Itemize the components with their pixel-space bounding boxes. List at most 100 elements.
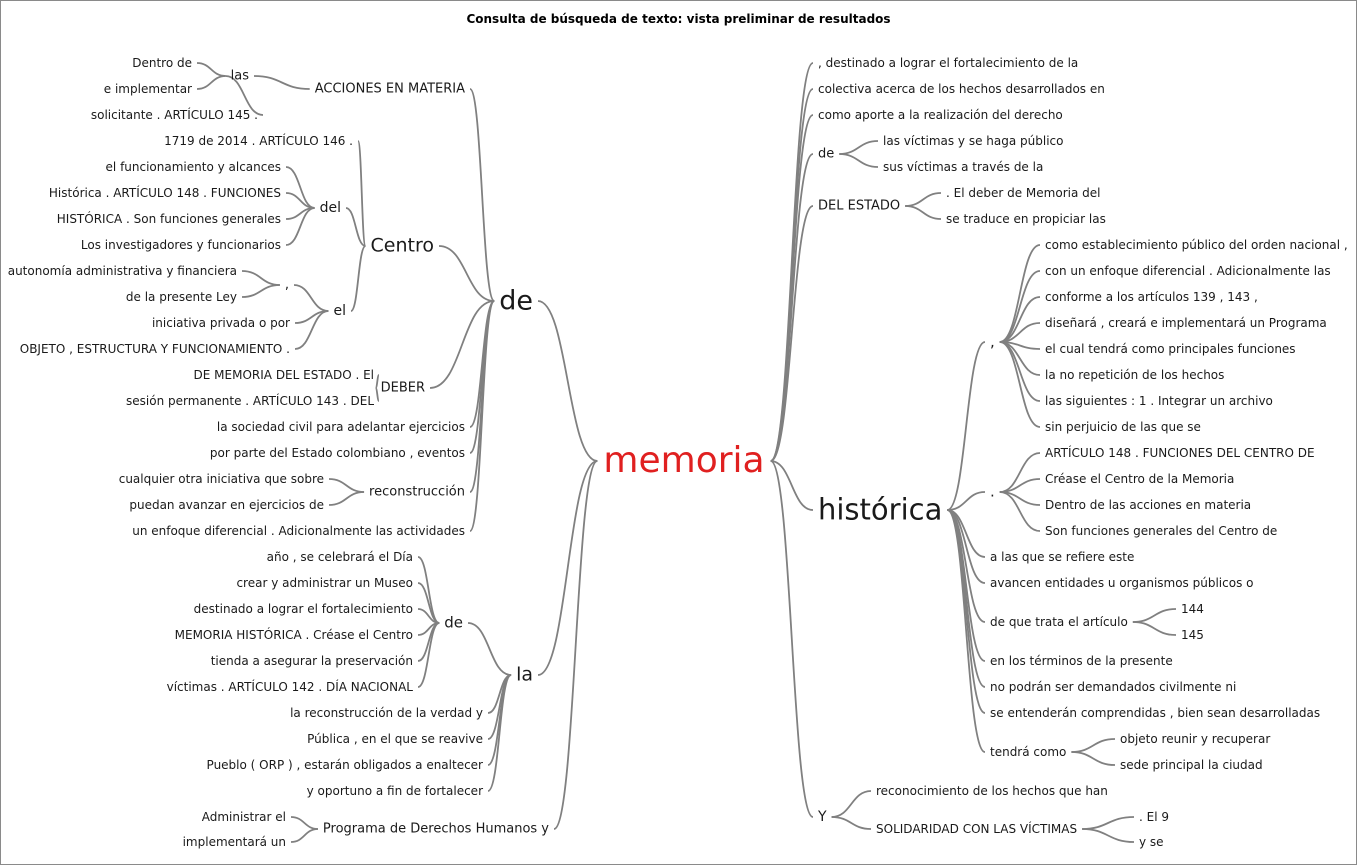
tree-node-victimas-articulo-142-dia-nacional[interactable]: víctimas . ARTÍCULO 142 . DÍA NACIONAL bbox=[166, 680, 413, 694]
tree-node-con-un-enfoque-diferencial-adicionalment[interactable]: con un enfoque diferencial . Adicionalme… bbox=[1045, 264, 1331, 278]
tree-node-en-los-terminos-de-la-presente[interactable]: en los términos de la presente bbox=[990, 654, 1173, 668]
tree-node-las-victimas-y-se-haga-publico[interactable]: las víctimas y se haga público bbox=[883, 134, 1064, 148]
tree-node-sede-principal-la-ciudad[interactable]: sede principal la ciudad bbox=[1120, 758, 1263, 772]
tree-edge bbox=[225, 75, 264, 116]
tree-edge bbox=[999, 244, 1041, 343]
tree-node-no-podran-ser-demandados-civilmente-ni[interactable]: no podrán ser demandados civilmente ni bbox=[990, 680, 1237, 694]
tree-node-conforme-a-los-articulos-139-143[interactable]: conforme a los artículos 139 , 143 , bbox=[1045, 290, 1258, 304]
tree-node-de[interactable]: de bbox=[444, 613, 463, 632]
tree-edge bbox=[241, 270, 280, 286]
tree-node-del-estado[interactable]: DEL ESTADO bbox=[818, 198, 901, 214]
tree-node-e-implementar[interactable]: e implementar bbox=[103, 82, 192, 96]
tree-node-un-enfoque-diferencial-adicionalmente-la[interactable]: un enfoque diferencial . Adicionalmente … bbox=[132, 524, 465, 538]
tree-node-el-deber-de-memoria-del[interactable]: . El deber de Memoria del bbox=[946, 186, 1101, 200]
tree-node-cualquier-otra-iniciativa-que-sobre[interactable]: cualquier otra iniciativa que sobre bbox=[118, 472, 324, 486]
root-word[interactable]: memoria bbox=[603, 440, 765, 481]
tree-node-y[interactable]: Y bbox=[818, 809, 827, 825]
tree-edge bbox=[831, 816, 872, 830]
tree-node-la[interactable]: la bbox=[516, 663, 533, 686]
tree-node-pueblo-orp-estaran-obligados-a-enaltecer[interactable]: Pueblo ( ORP ) , estarán obligados a ena… bbox=[206, 758, 483, 772]
tree-node-sin-perjuicio-de-las-que-se[interactable]: sin perjuicio de las que se bbox=[1045, 420, 1201, 434]
tree-node-avancen-entidades-u-organismos-publicos-[interactable]: avancen entidades u organismos públicos … bbox=[990, 576, 1254, 590]
tree-node-historica-articulo-148-funciones[interactable]: Histórica . ARTÍCULO 148 . FUNCIONES bbox=[48, 186, 281, 200]
tree-node-punct-18[interactable]: . bbox=[990, 482, 995, 501]
tree-node-ano-se-celebrara-el-dia[interactable]: año , se celebrará el Día bbox=[266, 550, 413, 564]
tree-node-centro[interactable]: Centro bbox=[370, 234, 434, 257]
tree-node-disenara-creara-e-implementara-un-progra[interactable]: diseñará , creará e implementará un Prog… bbox=[1045, 316, 1327, 330]
tree-node-autonomia-administrativa-y-financiera[interactable]: autonomía administrativa y financiera bbox=[7, 264, 237, 278]
tree-node-puedan-avanzar-en-ejercicios-de[interactable]: puedan avanzar en ejercicios de bbox=[129, 498, 324, 512]
tree-edge bbox=[467, 622, 512, 676]
tree-node-reconocimiento-de-los-hechos-que-han[interactable]: reconocimiento de los hechos que han bbox=[876, 784, 1108, 798]
tree-node-destinado-a-lograr-el-fortalecimiento-de[interactable]: , destinado a lograr el fortalecimiento … bbox=[818, 56, 1079, 70]
tree-node-iniciativa-privada-o-por[interactable]: iniciativa privada o por bbox=[151, 316, 290, 330]
tree-node-crear-y-administrar-un-museo[interactable]: crear y administrar un Museo bbox=[236, 576, 413, 590]
tree-edge bbox=[947, 491, 986, 511]
tree-node-la-reconstruccion-de-la-verdad-y[interactable]: la reconstrucción de la verdad y bbox=[290, 706, 483, 720]
tree-node-solicitante-articulo-145[interactable]: solicitante . ARTÍCULO 145 . bbox=[90, 108, 258, 122]
tree-node-programa-de-derechos-humanos-y[interactable]: Programa de Derechos Humanos y bbox=[322, 821, 549, 837]
tree-edge bbox=[374, 387, 380, 402]
tree-node-dentro-de-las-acciones-en-materia[interactable]: Dentro de las acciones en materia bbox=[1045, 498, 1252, 512]
tree-node-acciones-en-materia[interactable]: ACCIONES EN MATERIA bbox=[314, 81, 465, 97]
tree-edge bbox=[999, 491, 1041, 532]
tree-node-y-se[interactable]: y se bbox=[1139, 835, 1164, 849]
tree-node-crease-el-centro-de-la-memoria[interactable]: Créase el Centro de la Memoria bbox=[1045, 472, 1235, 486]
tree-node-la-no-repeticion-de-los-hechos[interactable]: la no repetición de los hechos bbox=[1045, 368, 1225, 382]
tree-node-a-las-que-se-refiere-este[interactable]: a las que se refiere este bbox=[990, 550, 1135, 564]
tree-edge bbox=[905, 205, 942, 220]
tree-node-se-entenderan-comprendidas-bien-sean-des[interactable]: se entenderán comprendidas , bien sean d… bbox=[990, 706, 1321, 720]
tree-node-como-establecimiento-publico-del-orden-n[interactable]: como establecimiento público del orden n… bbox=[1045, 238, 1348, 252]
tree-edge bbox=[294, 310, 329, 350]
tree-node-objeto-estructura-y-funcionamiento[interactable]: OBJETO , ESTRUCTURA Y FUNCIONAMIENTO . bbox=[19, 342, 290, 356]
tree-node-las[interactable]: las bbox=[230, 68, 249, 84]
tree-node-son-funciones-generales-del-centro-de[interactable]: Son funciones generales del Centro de bbox=[1045, 524, 1278, 538]
tree-node-y-oportuno-a-fin-de-fortalecer[interactable]: y oportuno a fin de fortalecer bbox=[306, 784, 483, 798]
tree-node-los-investigadores-y-funcionarios[interactable]: Los investigadores y funcionarios bbox=[80, 238, 281, 252]
tree-edge bbox=[374, 374, 380, 389]
tree-node-1719-de-2014-articulo-146[interactable]: 1719 de 2014 . ARTÍCULO 146 . bbox=[164, 134, 353, 148]
tree-node-se-traduce-en-propiciar-las[interactable]: se traduce en propiciar las bbox=[946, 212, 1106, 226]
tree-node-dentro-de[interactable]: Dentro de bbox=[132, 56, 192, 70]
tree-node-el-funcionamiento-y-alcances[interactable]: el funcionamiento y alcances bbox=[105, 160, 281, 174]
tree-node-144[interactable]: 144 bbox=[1181, 602, 1204, 616]
tree-node-reconstruccion[interactable]: reconstrucción bbox=[369, 484, 465, 500]
tree-node-tendra-como[interactable]: tendrá como bbox=[990, 745, 1067, 759]
tree-node-de-la-presente-ley[interactable]: de la presente Ley bbox=[125, 290, 237, 304]
tree-node-implementara-un[interactable]: implementará un bbox=[182, 835, 286, 849]
tree-node-por-parte-del-estado-colombiano-eventos[interactable]: por parte del Estado colombiano , evento… bbox=[209, 446, 465, 460]
tree-edge bbox=[487, 674, 512, 766]
tree-node-destinado-a-lograr-el-fortalecimiento[interactable]: destinado a lograr el fortalecimiento bbox=[193, 602, 413, 616]
tree-node-el[interactable]: el bbox=[333, 303, 346, 319]
tree-node-sus-victimas-a-traves-de-la[interactable]: sus víctimas a través de la bbox=[883, 160, 1044, 174]
tree-node-objeto-reunir-y-recuperar[interactable]: objeto reunir y recuperar bbox=[1120, 732, 1271, 746]
tree-node-el-cual-tendra-como-principales-funcione[interactable]: el cual tendrá como principales funcione… bbox=[1045, 342, 1296, 356]
tree-node-administrar-el[interactable]: Administrar el bbox=[201, 810, 286, 824]
tree-node-el-9[interactable]: . El 9 bbox=[1139, 810, 1169, 824]
tree-node-de-que-trata-el-articulo[interactable]: de que trata el artículo bbox=[990, 615, 1128, 629]
tree-node-historica-son-funciones-generales[interactable]: HISTÓRICA . Son funciones generales bbox=[56, 212, 281, 226]
tree-node-punct-18[interactable]: , bbox=[990, 332, 995, 351]
tree-node-como-aporte-a-la-realizacion-del-derecho[interactable]: como aporte a la realización del derecho bbox=[818, 108, 1063, 122]
tree-node-articulo-148-funciones-del-centro-de[interactable]: ARTÍCULO 148 . FUNCIONES DEL CENTRO DE bbox=[1045, 446, 1315, 460]
tree-node-sesion-permanente-articulo-143-del[interactable]: sesión permanente . ARTÍCULO 143 . DEL bbox=[126, 394, 374, 408]
tree-edge bbox=[1132, 608, 1177, 623]
tree-node-tienda-a-asegurar-la-preservacion[interactable]: tienda a asegurar la preservación bbox=[210, 654, 413, 668]
tree-node-de[interactable]: de bbox=[499, 285, 533, 317]
tree-node-de[interactable]: de bbox=[818, 146, 835, 162]
tree-node-colectiva-acerca-de-los-hechos-desarroll[interactable]: colectiva acerca de los hechos desarroll… bbox=[818, 82, 1105, 96]
tree-edge bbox=[905, 192, 942, 207]
tree-node-solidaridad-con-las-victimas[interactable]: SOLIDARIDAD CON LAS VÍCTIMAS bbox=[876, 822, 1078, 836]
tree-edge bbox=[438, 245, 495, 302]
tree-node-las-siguientes-1-integrar-un-archivo[interactable]: las siguientes : 1 . Integrar un archivo bbox=[1045, 394, 1273, 408]
tree-edge bbox=[537, 300, 598, 462]
tree-node-punct-39[interactable]: , bbox=[284, 277, 289, 293]
tree-node-memoria-historica-crease-el-centro[interactable]: MEMORIA HISTÓRICA . Créase el Centro bbox=[174, 628, 413, 642]
tree-node-de-memoria-del-estado-el[interactable]: DE MEMORIA DEL ESTADO . El bbox=[193, 368, 374, 382]
tree-node-historica[interactable]: histórica bbox=[818, 492, 943, 527]
tree-node-la-sociedad-civil-para-adelantar-ejercic[interactable]: la sociedad civil para adelantar ejercic… bbox=[216, 420, 465, 434]
tree-node-145[interactable]: 145 bbox=[1181, 628, 1204, 642]
tree-node-publica-en-el-que-se-reavive[interactable]: Pública , en el que se reavive bbox=[307, 732, 483, 746]
tree-node-deber[interactable]: DEBER bbox=[380, 380, 425, 396]
tree-node-del[interactable]: del bbox=[319, 200, 341, 216]
